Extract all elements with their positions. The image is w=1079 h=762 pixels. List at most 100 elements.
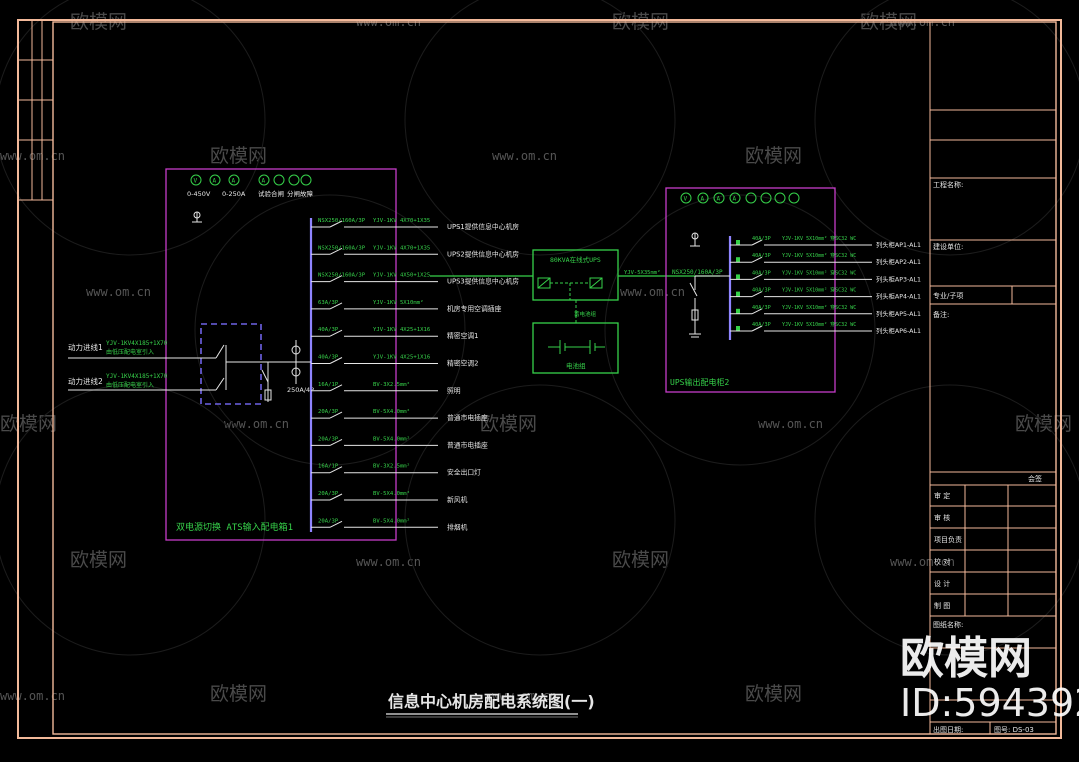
- circuit-load: 排烟机: [447, 522, 468, 531]
- input-cable: YJV-1KV4X185+1X70: [106, 373, 168, 380]
- tb-role: 审 核: [934, 513, 950, 522]
- input-cable: YJV-1KV4X185+1X70: [106, 340, 168, 347]
- meter-icon: [300, 174, 312, 186]
- breaker-icon: [329, 357, 343, 364]
- inner-frame: [52, 21, 1057, 735]
- circuit-cable: YJV-1KV 5X10mm² 穿SC32 WC: [782, 235, 856, 242]
- circuit-breaker: 16A/1P: [318, 382, 339, 388]
- watermark-arc: [604, 194, 876, 466]
- circuit-breaker: 20A/3P: [318, 436, 339, 442]
- watermark-url: www.om.cn: [620, 285, 685, 299]
- circuit-cable: YJV-1KV 5X10mm² 穿SC32 WC: [782, 269, 856, 276]
- breaker-icon: [329, 411, 343, 419]
- circuit-cable: BV-5X4.0mm²: [373, 435, 410, 442]
- tb-date: 出图日期:: [933, 725, 963, 734]
- circuit-cable: BV-5X4.0mm²: [373, 490, 410, 497]
- watermark-badge: 欧模网 ID:594392: [900, 633, 1079, 725]
- meter-symbol: A: [232, 178, 236, 185]
- watermark-brand: 欧模网: [745, 683, 802, 705]
- watermark-brand: 欧模网: [612, 549, 669, 571]
- circuit-breaker: 40A/3P: [752, 270, 771, 276]
- badge-id: ID:594392: [900, 681, 1079, 725]
- fuse-icon: [736, 274, 740, 280]
- circuit-cable: YJV-1KV 5X10mm² 穿SC32 WC: [782, 304, 856, 311]
- meter-label: 故障: [300, 189, 314, 198]
- circuit-breaker: 20A/3P: [318, 491, 339, 497]
- ats-rating: 250A/4P: [287, 386, 314, 394]
- meter-icon: [713, 192, 725, 204]
- watermark-arc: [814, 384, 1079, 656]
- input-label: 动力进线1: [68, 342, 103, 352]
- tb-role: 设 计: [934, 579, 950, 588]
- circuit-load: 精密空调1: [447, 331, 479, 340]
- meter-icon: [774, 192, 786, 204]
- watermark-brand: 欧模网: [70, 549, 127, 571]
- circuit-breaker: NSX250/160A/3P: [318, 273, 366, 279]
- watermark-arc: [0, 0, 266, 256]
- circuit-cable: YJV-1KV 4X25+1X16: [373, 327, 430, 333]
- tb-role: 审 定: [934, 491, 950, 500]
- meter-label: 试验: [258, 189, 272, 198]
- circuit-cable: YJV-1KV 4X25+1X16: [373, 355, 430, 361]
- breaker-icon: [751, 325, 763, 332]
- watermark-brand: 欧模网: [210, 683, 267, 705]
- tb-role: 校 对: [934, 557, 950, 566]
- title-block: [929, 22, 1056, 734]
- badge-brand: 欧模网: [900, 633, 1032, 684]
- circuit-load: 普通市电插座: [447, 440, 488, 449]
- circuit-cable: YJV-1KV 5X10mm² 穿SC32 WC: [782, 321, 856, 328]
- meter-symbol: A: [213, 178, 217, 185]
- input-1: 动力进线1 YJV-1KV4X185+1X70 由低压配电室引入: [68, 340, 200, 359]
- input-note: 由低压配电室引入: [106, 348, 154, 356]
- ups-internals: [537, 277, 603, 300]
- fuse-icon: [736, 257, 740, 263]
- circuit-load: 列头柜AP5-AL1: [876, 309, 921, 318]
- breaker-icon: [751, 273, 763, 280]
- watermark-url: www.om.cn: [758, 417, 823, 431]
- meter-label: 合闸: [271, 189, 284, 198]
- panel-right-border: [665, 187, 836, 393]
- watermark-arc: [814, 0, 1079, 256]
- binding-margin-grid: [18, 20, 53, 201]
- circuit-load: 新风机: [447, 495, 468, 504]
- input-note: 由低压配电室引入: [106, 381, 154, 389]
- circuit-load: UPS1提供信息中心机房: [447, 222, 519, 231]
- watermark-arc: [404, 384, 676, 656]
- circuit-cable: YJV-1KV 4X70+1X35: [373, 245, 430, 251]
- circuit-load: 机房专用空调插座: [447, 304, 502, 313]
- breaker-icon: [751, 239, 763, 246]
- ats-contacts: [200, 344, 300, 402]
- circuit-cable: YJV-1KV 4X70+1X35: [373, 218, 430, 224]
- circuit-cable: BV-5X4.0mm²: [373, 408, 410, 415]
- battery-name: 电池组: [566, 361, 586, 370]
- ct-symbol: [291, 340, 301, 384]
- circuit-load: 安全出口灯: [447, 468, 481, 477]
- watermark-url: www.om.cn: [0, 689, 65, 703]
- meter-symbol: A: [262, 178, 266, 185]
- tb-client: 建设单位:: [933, 242, 963, 251]
- watermark-url: www.om.cn: [492, 149, 557, 163]
- circuit-breaker: 40A/3P: [752, 288, 771, 294]
- circuit-load: 列头柜AP4-AL1: [876, 292, 921, 301]
- circuit-breaker: 40A/3P: [752, 236, 771, 242]
- watermark-brand: 欧模网: [0, 413, 57, 435]
- circuit-load: 照明: [447, 387, 461, 395]
- outer-frame: [17, 19, 1062, 739]
- right-main-breaker: NSX250/160A/3P: [672, 269, 723, 276]
- left-ground-symbol: [192, 211, 202, 223]
- circuit-load: 精密空调2: [447, 359, 479, 368]
- breaker-icon: [751, 308, 763, 315]
- circuit-cable: BV-3X2.5mm²: [373, 381, 410, 388]
- breaker-icon: [329, 520, 343, 528]
- watermark-layer: 欧模网欧模网欧模网欧模网欧模网欧模网欧模网欧模网欧模网欧模网欧模网欧模网www.…: [0, 0, 1079, 705]
- watermark-arc: [404, 0, 676, 256]
- circuit-cable: YJV-1KV 4X50+1X25: [373, 273, 430, 279]
- meter-icon: [729, 192, 741, 204]
- circuit-cable: YJV-1KV 5X10mm²: [373, 299, 424, 306]
- watermark-url: www.om.cn: [890, 555, 955, 569]
